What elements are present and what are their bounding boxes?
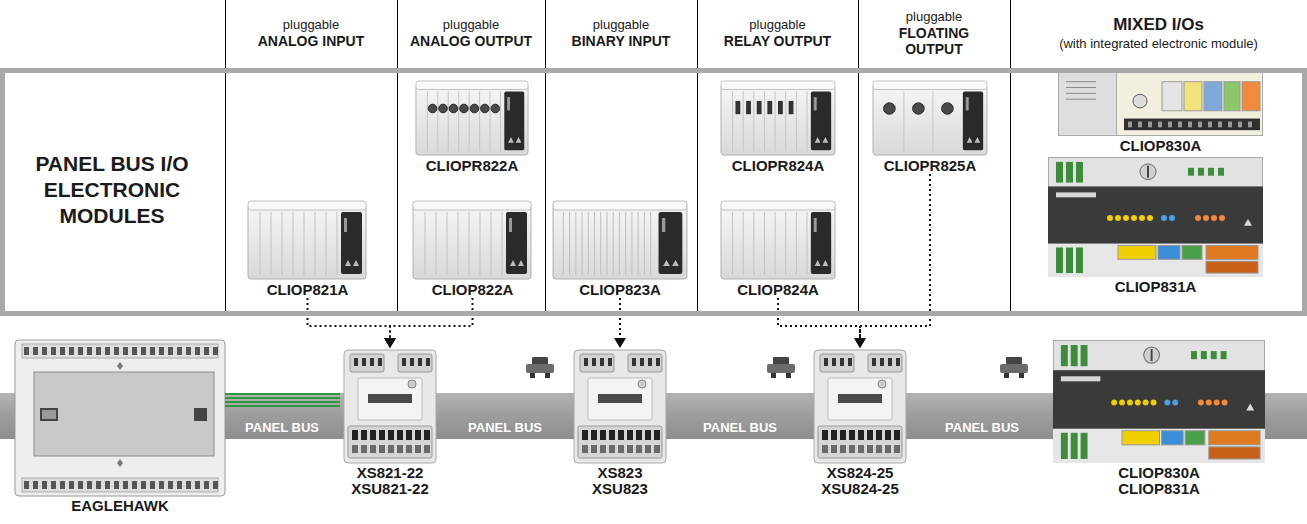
- dotted-connector: [854, 174, 930, 348]
- picture-area: [1053, 338, 1265, 465]
- device-node: CLIOP831A: [1048, 157, 1263, 295]
- panel-heading: PANEL BUS I/O ELECTRONIC MODULES: [12, 151, 212, 229]
- device-label: XS821-22: [357, 465, 424, 481]
- device-label: CLIOPR822A: [426, 158, 519, 174]
- header-type: ANALOG OUTPUT: [410, 33, 532, 49]
- column-header: pluggableBINARY INPUT: [545, 0, 697, 66]
- picture-area: [718, 198, 838, 282]
- dotted-connector: [614, 298, 626, 348]
- picture-area: [870, 78, 990, 158]
- device-node: CLIOPR825A: [870, 78, 990, 174]
- device-node: CLIOP830ACLIOP831A: [1053, 338, 1265, 497]
- device-label: XS824-25: [827, 465, 894, 481]
- picture-area: [1058, 72, 1263, 138]
- header-kind: pluggable: [906, 9, 962, 25]
- header-kind: pluggable: [593, 17, 649, 33]
- header-type: FLOATING OUTPUT: [882, 25, 986, 57]
- picture-area: [15, 338, 225, 498]
- device-label: CLIOP831A: [1118, 481, 1200, 497]
- device-node: EAGLEHAWK: [15, 338, 225, 514]
- device-label: XSU823: [592, 481, 648, 497]
- device-node: CLIOPR822A: [413, 78, 531, 174]
- bus-label: PANEL BUS: [922, 420, 1042, 436]
- bus-label: PANEL BUS: [445, 420, 565, 436]
- dotted-connector: [384, 298, 473, 348]
- picture-area: [550, 198, 690, 282]
- module-panel: PANEL BUS I/O ELECTRONIC MODULES CLIOP821…: [0, 68, 1307, 316]
- header-kind: pluggable: [749, 17, 805, 33]
- device-label: CLIOP830A: [1118, 465, 1200, 481]
- picture-area: [410, 198, 535, 282]
- device-label: XSU824-25: [821, 481, 899, 497]
- bus-wires: [225, 394, 340, 406]
- device-label: CLIOPR824A: [732, 158, 825, 174]
- header-kind: pluggable: [443, 17, 499, 33]
- column-header: MIXED I/Os(with integrated electronic mo…: [1010, 0, 1307, 66]
- device-node: XS823XSU823: [570, 348, 670, 497]
- device-label: CLIOPR825A: [884, 158, 977, 174]
- device-label: EAGLEHAWK: [71, 498, 169, 514]
- picture-area: [810, 348, 910, 465]
- device-node: CLIOP823A: [550, 198, 690, 298]
- dotted-connector: [308, 298, 397, 348]
- device-node: XS821-22XSU821-22: [340, 348, 440, 497]
- device-node: CLIOP830A: [1058, 72, 1263, 154]
- column-header: pluggableANALOG OUTPUT: [397, 0, 545, 66]
- column-header: pluggableRELAY OUTPUT: [697, 0, 858, 66]
- dotted-connector: [778, 298, 866, 348]
- header-type: RELAY OUTPUT: [724, 33, 831, 49]
- header-type: ANALOG INPUT: [258, 33, 365, 49]
- header-kind: MIXED I/Os: [1113, 15, 1204, 35]
- device-node: CLIOP824A: [718, 198, 838, 298]
- picture-area: [718, 78, 838, 158]
- picture-area: [1048, 157, 1263, 279]
- header-type: (with integrated electronic module): [1059, 35, 1258, 52]
- picture-area: [413, 78, 531, 158]
- picture-area: [340, 348, 440, 465]
- header-type: BINARY INPUT: [572, 33, 671, 49]
- device-node: CLIOP822A: [410, 198, 535, 298]
- device-label: CLIOP824A: [737, 282, 819, 298]
- device-node: CLIOPR824A: [718, 78, 838, 174]
- device-label: XS823: [597, 465, 642, 481]
- device-label: CLIOP822A: [432, 282, 514, 298]
- picture-area: [245, 198, 370, 282]
- device-node: XS824-25XSU824-25: [810, 348, 910, 497]
- device-label: CLIOP823A: [579, 282, 661, 298]
- bus-label: PANEL BUS: [680, 420, 800, 436]
- header-kind: pluggable: [283, 17, 339, 33]
- device-node: CLIOP821A: [245, 198, 370, 298]
- device-label: CLIOP830A: [1120, 138, 1202, 154]
- device-label: XSU821-22: [351, 481, 429, 497]
- bus-label: PANEL BUS: [222, 420, 342, 436]
- device-label: CLIOP821A: [267, 282, 349, 298]
- device-label: CLIOP831A: [1115, 279, 1197, 295]
- picture-area: [570, 348, 670, 465]
- column-header: pluggableFLOATING OUTPUT: [858, 0, 1010, 66]
- column-header: pluggableANALOG INPUT: [225, 0, 397, 66]
